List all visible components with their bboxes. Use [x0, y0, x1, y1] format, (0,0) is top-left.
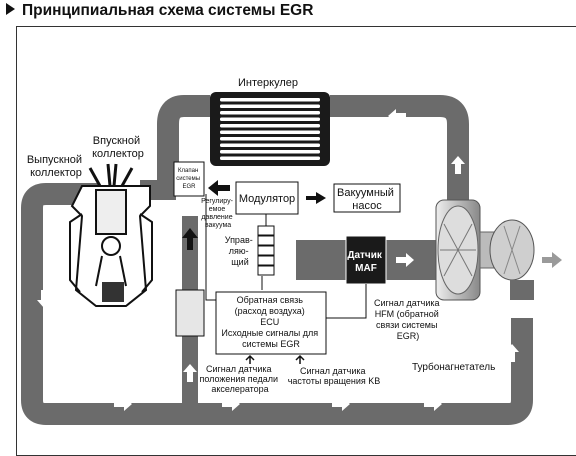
pedal-line-1: Сигнал датчика	[206, 364, 272, 374]
maf-line-2: MAF	[355, 263, 377, 274]
intercooler-fin	[220, 117, 320, 121]
turbocharger	[435, 199, 535, 301]
speed-sensor-arrow-icon	[295, 354, 305, 364]
modulator-label: Модулятор	[239, 193, 295, 205]
egr-valve-label: Клапан системы EGR	[176, 168, 201, 190]
hfm-signal-label: Сигнал датчика HFM (обратной связи систе…	[374, 298, 442, 341]
vacuum-pump-box	[333, 183, 401, 213]
intercooler-fin	[220, 104, 320, 108]
coil-segment	[257, 265, 275, 276]
maf-sensor-label: Датчик MAF	[347, 250, 384, 274]
intake-pipe	[157, 95, 469, 200]
intercooler-fin	[220, 98, 320, 102]
coil-segment	[257, 245, 275, 256]
egr-cooler-block	[175, 289, 205, 337]
ecu-to-egr-wire	[205, 194, 216, 301]
ecu-label: Обратная связь (расход воздуха) ECU Исхо…	[221, 295, 320, 349]
intercooler-fin	[220, 150, 320, 154]
coil-segment	[257, 235, 275, 246]
intake-manifold-label: Впускной коллектор	[92, 135, 144, 160]
exhaust-manifold-line-1: Выпускной	[27, 154, 82, 166]
diagram-title: Принципиальная схема системы EGR	[6, 2, 313, 20]
hfm-line-2: HFM (обратной	[375, 309, 439, 319]
intercooler-fin	[220, 124, 320, 128]
control-label: Управ- ляю- щий	[225, 235, 256, 267]
flow-arrow-icon	[396, 253, 414, 267]
flow-arrow-icon	[222, 397, 240, 411]
pedal-signal-label: Сигнал датчика положения педали акселера…	[199, 364, 280, 394]
egr-valve-box	[173, 161, 205, 197]
exhaust-outlet-arrow-icon	[542, 252, 562, 268]
flow-arrow-icon	[451, 156, 465, 174]
pedal-sensor-arrow-icon	[245, 354, 255, 364]
egr-valve-line-3: EGR	[182, 184, 196, 190]
hfm-line-4: EGR)	[397, 331, 420, 341]
vacuum-regulator-line-3: давление	[201, 214, 232, 221]
intercooler	[210, 92, 330, 166]
ecu-line-2: (расход воздуха)	[235, 306, 305, 316]
egr-valve-line-1: Клапан	[178, 168, 198, 174]
coil-segment	[257, 255, 275, 266]
coil-segment	[257, 225, 275, 236]
title-text: Принципиальная схема системы EGR	[22, 2, 314, 19]
egr-diagram: Интеркулер Впускной коллектор Выпускной …	[21, 77, 562, 425]
modulator-arrow-icon	[208, 180, 230, 196]
exhaust-return-pipe	[21, 183, 533, 425]
control-line-2: ляю-	[229, 246, 249, 256]
hfm-line-3: связи системы	[376, 320, 437, 330]
intercooler-fin	[220, 130, 320, 134]
vacuum-regulator-line-1: Регулиру-	[201, 198, 233, 205]
vacuum-regulator-line-2: емое	[209, 206, 226, 213]
vacuum-regulator-line-4: вакуума	[205, 222, 231, 229]
flow-arrow-icon	[505, 344, 519, 362]
control-line-3: щий	[231, 257, 248, 267]
control-line-1: Управ-	[225, 235, 253, 245]
title-bullet-icon	[6, 3, 15, 15]
hfm-line-1: Сигнал датчика	[374, 298, 440, 308]
egr-valve-line-2: системы	[176, 176, 200, 182]
egr-up-arrow-icon	[182, 228, 198, 250]
speed-signal-label: Сигнал датчика частоты вращения KB	[288, 366, 381, 386]
ecu-line-1: Обратная связь	[237, 295, 304, 305]
flow-arrow-icon	[332, 397, 350, 411]
maf-line-1: Датчик	[347, 250, 383, 261]
ecu-box	[215, 291, 327, 355]
exhaust-manifold-label: Выпускной коллектор	[27, 154, 85, 179]
speed-line-2: частоты вращения KB	[288, 376, 381, 386]
engine	[69, 163, 153, 307]
flow-arrow-icon	[183, 364, 197, 382]
maf-sensor-block	[345, 235, 387, 285]
modulator-box	[235, 181, 299, 215]
turbocharger-label: Турбонагнетатель	[412, 361, 495, 373]
intercooler-fin	[220, 111, 320, 115]
flow-arrows	[37, 109, 519, 411]
ecu-line-5: системы EGR	[242, 339, 300, 349]
speed-line-1: Сигнал датчика	[300, 366, 366, 376]
exhaust-manifold-line-2: коллектор	[30, 167, 82, 179]
intercooler-label: Интеркулер	[238, 77, 298, 89]
intercooler-fins	[220, 98, 320, 160]
control-coil	[257, 214, 275, 276]
intercooler-fin	[220, 137, 320, 141]
ecu-line-4: Исходные сигналы для	[221, 328, 318, 338]
ecu-line-3: ECU	[260, 317, 279, 327]
flow-arrow-icon	[114, 397, 132, 411]
vacuum-pump-line-1: Вакуумный	[337, 187, 394, 199]
flow-arrow-icon	[37, 290, 51, 308]
vacuum-pump-label: Вакуумный насос	[337, 187, 397, 212]
flow-arrow-icon	[388, 109, 406, 123]
maf-to-ecu-wire	[326, 284, 367, 319]
flow-arrow-icon	[424, 397, 442, 411]
intercooler-fin	[220, 156, 320, 160]
vacuum-pump-arrow-icon	[306, 192, 326, 204]
intake-manifold-line-2: коллектор	[92, 148, 144, 160]
vacuum-pump-line-2: насос	[352, 200, 382, 212]
pedal-line-3: акселератора	[211, 384, 268, 394]
vacuum-regulator-label: Регулиру- емое давление вакуума	[201, 198, 235, 229]
intake-manifold-line-1: Впускной	[93, 135, 140, 147]
pedal-line-2: положения педали	[199, 374, 278, 384]
intercooler-fin	[220, 143, 320, 147]
